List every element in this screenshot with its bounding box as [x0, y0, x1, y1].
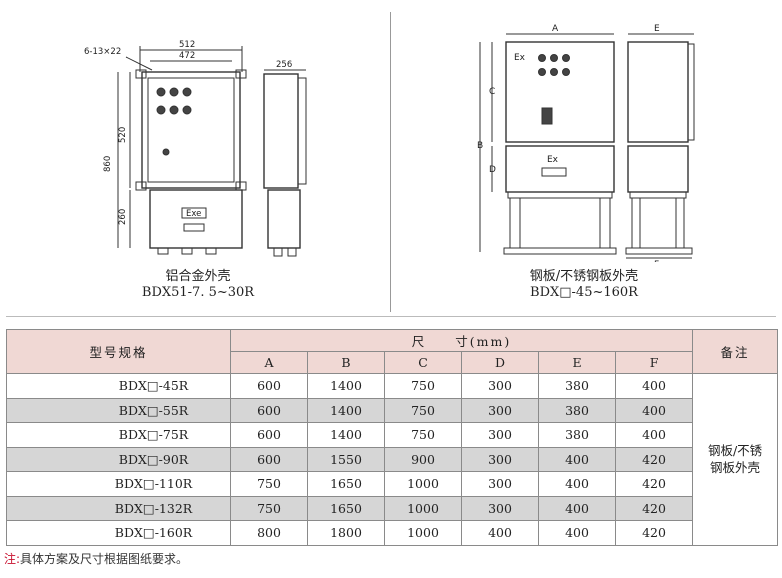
- cell-value: 1800: [307, 520, 385, 546]
- table-row: BDX□-132R 750 1650 1000 300 400 420: [6, 495, 778, 521]
- cell-value: 300: [461, 422, 539, 448]
- cell-value: 400: [614, 373, 694, 399]
- cell-value: 300: [461, 495, 539, 521]
- row-model: BDX□-55R: [6, 397, 231, 423]
- cell-value: 420: [614, 495, 694, 521]
- note-cell: 钢板/不锈 钢板外壳: [692, 373, 779, 546]
- table-row: BDX□-90R 600 1550 900 300 400 420: [6, 446, 778, 472]
- cell-value: 300: [461, 373, 539, 399]
- cell-value: 600: [230, 422, 308, 448]
- col-e: E: [538, 351, 616, 374]
- col-a: A: [230, 351, 308, 374]
- dim-520: 520: [118, 127, 128, 143]
- cell-value: 300: [461, 446, 539, 472]
- table-row: BDX□-160R 800 1800 1000 400 400 420: [6, 520, 778, 546]
- cell-value: 420: [614, 520, 694, 546]
- dim-a: A: [552, 24, 559, 34]
- dim-holes: 6-13×22: [84, 47, 121, 57]
- cell-value: 1400: [307, 397, 385, 423]
- row-model: BDX□-75R: [6, 422, 231, 448]
- model-header: 型号规格: [6, 329, 231, 374]
- col-d: D: [461, 351, 539, 374]
- dim-256: 256: [276, 60, 292, 70]
- cell-value: 1550: [307, 446, 385, 472]
- cell-value: 400: [538, 446, 616, 472]
- cell-value: 1650: [307, 495, 385, 521]
- cell-value: 1400: [307, 373, 385, 399]
- row-model: BDX□-45R: [6, 373, 231, 399]
- cell-value: 400: [538, 471, 616, 497]
- cell-value: 750: [384, 397, 462, 423]
- ex-label-bottom: Ex: [547, 155, 559, 165]
- cell-value: 300: [461, 397, 539, 423]
- row-model: BDX□-110R: [6, 471, 231, 497]
- cell-value: 400: [614, 422, 694, 448]
- row-model: BDX□-90R: [6, 446, 231, 472]
- dim-c: C: [489, 87, 495, 97]
- right-caption-model: BDX□-45~160R: [530, 285, 638, 300]
- footnote: 注:具体方案及尺寸根据图纸要求。: [4, 550, 188, 567]
- ex-label-top: Ex: [514, 53, 526, 63]
- dim-b: B: [477, 141, 483, 151]
- table-row: BDX□-75R 600 1400 750 300 380 400: [6, 422, 778, 448]
- cell-value: 400: [538, 495, 616, 521]
- header-row-1: 型号规格 尺 寸(mm) 备注: [6, 329, 779, 374]
- cell-value: 400: [538, 520, 616, 546]
- cell-value: 800: [230, 520, 308, 546]
- dim-512: 512: [179, 40, 195, 50]
- aluminum-enclosure-drawing: 512 472 6-13×22 860 520 260 Exe 256: [6, 12, 391, 312]
- col-b: B: [307, 351, 385, 374]
- cell-value: 750: [384, 422, 462, 448]
- dim-e: E: [654, 24, 660, 34]
- cell-value: 400: [461, 520, 539, 546]
- footnote-text: 具体方案及尺寸根据图纸要求。: [20, 552, 189, 566]
- cell-value: 1400: [307, 422, 385, 448]
- cell-value: 600: [230, 373, 308, 399]
- cell-value: 1000: [384, 495, 462, 521]
- size-header: 尺 寸(mm): [229, 329, 694, 352]
- cell-value: 380: [538, 422, 616, 448]
- table-row: BDX□-55R 600 1400 750 300 380 400: [6, 397, 778, 423]
- aluminum-enclosure-svg: 512 472 6-13×22 860 520 260 Exe 256: [84, 40, 307, 257]
- left-caption-model: BDX51-7. 5~30R: [141, 285, 255, 300]
- cell-value: 420: [614, 446, 694, 472]
- row-model: BDX□-132R: [6, 495, 231, 521]
- note-line-2: 钢板外壳: [710, 460, 761, 476]
- right-caption-cn: 钢板/不锈钢板外壳: [529, 269, 639, 284]
- note-line-1: 钢板/不锈: [707, 443, 763, 459]
- cell-value: 750: [384, 373, 462, 399]
- header-row-2: A B C D E F: [7, 351, 778, 374]
- cell-value: 900: [384, 446, 462, 472]
- cell-value: 1000: [384, 520, 462, 546]
- spec-table: 型号规格 尺 寸(mm) 备注 A B C D E F BDX□-45R 600…: [6, 329, 779, 546]
- section-divider: [6, 316, 776, 317]
- cell-value: 600: [230, 446, 308, 472]
- left-caption-cn: 铝合金外壳: [165, 269, 231, 284]
- table-row: BDX□-45R 600 1400 750 300 380 400 钢板/不锈 …: [6, 373, 779, 546]
- table-row: BDX□-110R 750 1650 1000 300 400 420: [6, 471, 778, 497]
- cell-value: 400: [614, 397, 694, 423]
- cell-value: 600: [230, 397, 308, 423]
- dim-260: 260: [118, 209, 128, 225]
- cell-value: 750: [230, 471, 308, 497]
- cell-value: 380: [538, 373, 616, 399]
- col-f: F: [614, 351, 694, 374]
- dim-d: D: [489, 165, 496, 175]
- dim-860: 860: [103, 156, 113, 172]
- exe-label: Exe: [186, 209, 201, 219]
- row-model: BDX□-160R: [6, 520, 231, 546]
- footnote-label: 注:: [4, 552, 21, 566]
- cell-value: 750: [230, 495, 308, 521]
- note-header: 备注: [692, 329, 779, 374]
- cell-value: 300: [461, 471, 539, 497]
- cell-value: 1650: [307, 471, 385, 497]
- cell-value: 1000: [384, 471, 462, 497]
- cell-value: 420: [614, 471, 694, 497]
- dim-472: 472: [179, 51, 195, 61]
- steel-enclosure-drawing: A B C D Ex Ex E F 钢板/不锈钢板外: [392, 12, 776, 312]
- dim-f: F: [654, 260, 659, 262]
- cell-value: 380: [538, 397, 616, 423]
- steel-enclosure-svg: A B C D Ex Ex E F: [477, 24, 695, 262]
- col-c: C: [384, 351, 462, 374]
